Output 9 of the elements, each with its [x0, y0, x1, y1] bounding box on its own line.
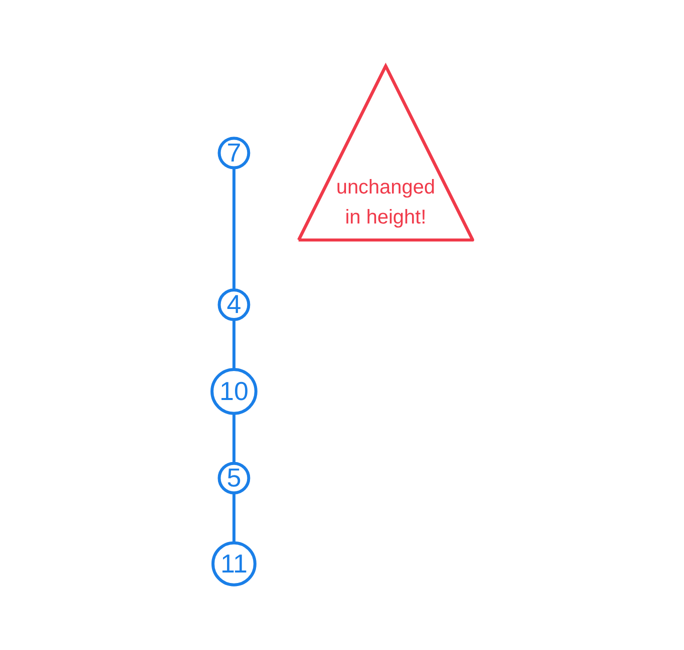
connector [232, 492, 236, 542]
node-circle: 10 [210, 368, 258, 414]
node-circle: 7 [217, 136, 250, 169]
connector [232, 412, 236, 463]
node-circle: 5 [217, 461, 250, 494]
connector [232, 167, 236, 290]
node-circle: 11 [211, 540, 256, 586]
connector [232, 319, 236, 370]
node-circle: 4 [217, 288, 250, 321]
